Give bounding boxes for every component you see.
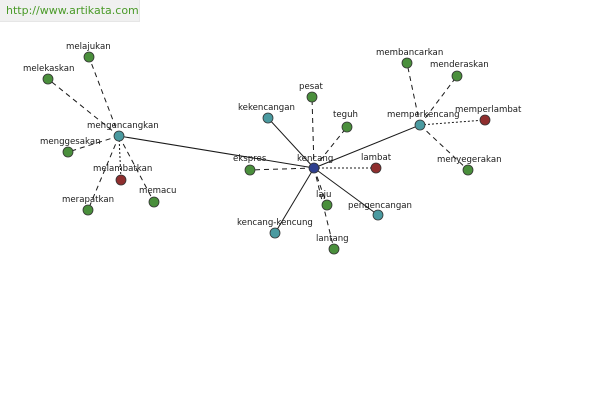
label-melekaskan[interactable]: melekaskan [23, 64, 74, 74]
label-memperkencang[interactable]: memperkencang [387, 110, 460, 120]
labels-layer: kencang mengencangkan memperkencang kekenca… [23, 42, 522, 244]
node-ekspres[interactable] [244, 164, 256, 176]
label-laju[interactable]: laju [316, 190, 332, 200]
node-kencang[interactable] [308, 162, 320, 174]
node-pengencangan[interactable] [372, 209, 384, 221]
edge-kencang-kekencangan [267, 117, 315, 169]
node-melambatkan[interactable] [115, 174, 127, 186]
edge-kencang-pesat [311, 96, 315, 169]
node-pesat[interactable] [306, 91, 318, 103]
edge-kencang-ekspres [249, 167, 315, 171]
label-ekspres[interactable]: ekspres [233, 154, 267, 164]
edge-kencang-pengencangan [313, 167, 379, 216]
edge-mengencangkan-memacu [118, 135, 155, 203]
node-lambat[interactable] [370, 162, 382, 174]
nodes-layer [42, 51, 491, 255]
node-memperkencang[interactable] [414, 119, 426, 131]
node-menggesakan[interactable] [62, 146, 74, 158]
node-merapatkan[interactable] [82, 204, 94, 216]
source-url-box: http://www.artikata.com [0, 0, 140, 22]
label-teguh[interactable]: teguh [333, 110, 358, 120]
label-menggesakan[interactable]: menggesakan [40, 137, 101, 147]
node-melajukan[interactable] [83, 51, 95, 63]
label-melambatkan[interactable]: melambatkan [93, 164, 152, 174]
edge-mengencangkan-merapatkan [87, 135, 120, 211]
node-teguh[interactable] [341, 121, 353, 133]
edge-memperkencang-menderaskan [419, 75, 458, 126]
node-lantang[interactable] [328, 243, 340, 255]
node-mengencangkan[interactable] [113, 130, 125, 142]
node-kencang-kencung[interactable] [269, 227, 281, 239]
edge-memperkencang-menyegerakan [419, 124, 469, 171]
label-kencang-kencung[interactable]: kencang-kencung [237, 218, 313, 228]
label-kencang[interactable]: kencang [297, 154, 333, 164]
label-kekencangan[interactable]: kekencangan [238, 103, 295, 113]
edge-memperkencang-memperlambat [419, 119, 486, 126]
node-kekencangan[interactable] [262, 112, 274, 124]
node-membancarkan[interactable] [401, 57, 413, 69]
node-menderaskan[interactable] [451, 70, 463, 82]
edge-kencang-laju [313, 167, 328, 206]
label-memperlambat[interactable]: memperlambat [455, 105, 522, 115]
label-melajukan[interactable]: melajukan [66, 42, 111, 52]
edge-kencang-memperkencang [313, 124, 421, 169]
label-pesat[interactable]: pesat [299, 82, 323, 92]
label-lambat[interactable]: lambat [361, 153, 392, 163]
label-mengencangkan[interactable]: mengencangkan [87, 121, 159, 131]
node-memacu[interactable] [148, 196, 160, 208]
label-pengencangan[interactable]: pengencangan [348, 201, 412, 211]
edge-kencang-kencang-kencung [274, 167, 315, 234]
label-merapatkan[interactable]: merapatkan [62, 195, 114, 205]
edge-memperkencang-membancarkan [406, 62, 421, 126]
edge-mengencangkan-melekaskan [47, 78, 120, 137]
edges-layer [47, 56, 486, 250]
node-melekaskan[interactable] [42, 73, 54, 85]
label-lantang[interactable]: lantang [316, 234, 349, 244]
node-memperlambat[interactable] [479, 114, 491, 126]
edge-mengencangkan-melambatkan [118, 135, 122, 181]
source-url-link[interactable]: http://www.artikata.com [6, 4, 139, 17]
label-menderaskan[interactable]: menderaskan [430, 60, 489, 70]
node-laju[interactable] [321, 199, 333, 211]
edge-kencang-lantang [313, 167, 335, 250]
node-menyegerakan[interactable] [462, 164, 474, 176]
label-membancarkan[interactable]: membancarkan [376, 48, 443, 58]
label-menyegerakan[interactable]: menyegerakan [437, 155, 502, 165]
edge-kencang-mengencangkan [118, 135, 315, 169]
label-memacu[interactable]: memacu [139, 186, 176, 196]
